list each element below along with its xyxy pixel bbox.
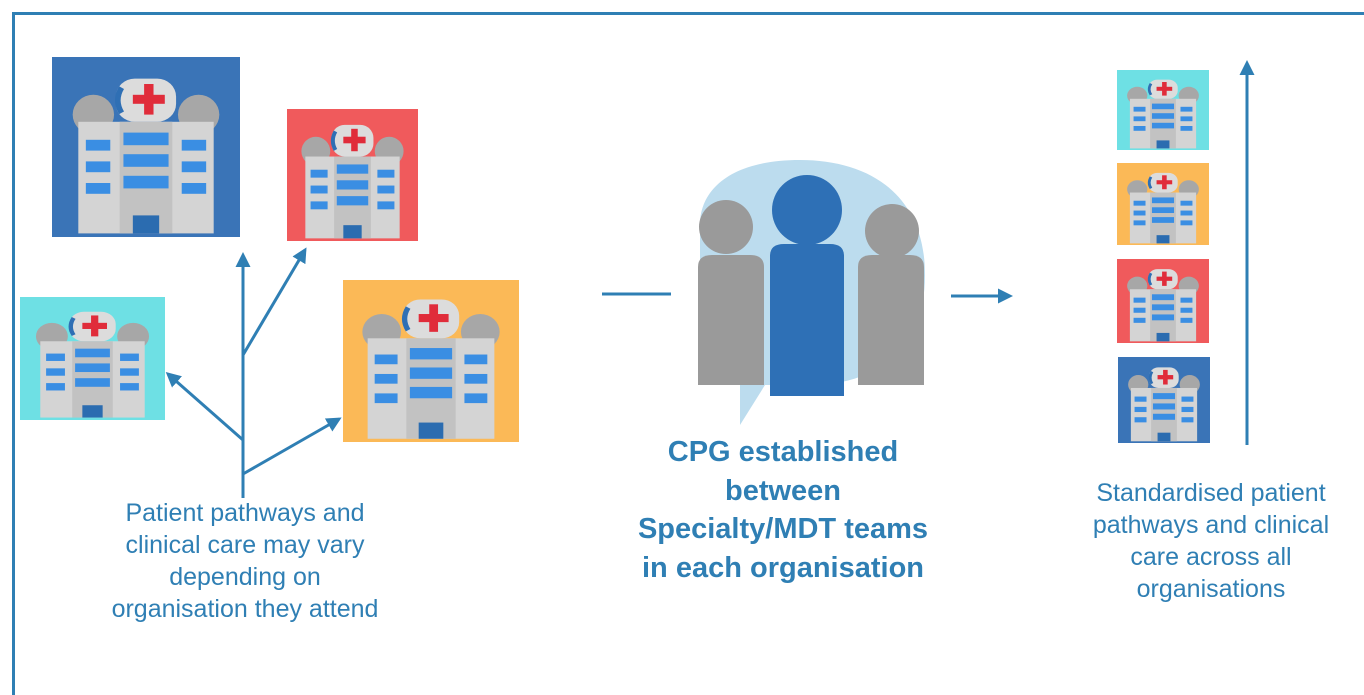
arrow-to-orange-hospital (242, 417, 342, 476)
hospital-blue-small-icon (1118, 357, 1210, 443)
hospital-cyan-icon (20, 297, 165, 420)
center-caption: CPG established between Specialty/MDT te… (637, 436, 929, 584)
team-speech-bubble-icon (698, 160, 925, 425)
hospital-red-icon (287, 109, 418, 241)
left-caption: Patient pathways and clinical care may v… (111, 499, 379, 623)
arrow-to-cyan-hospital (165, 372, 244, 442)
hospital-cyan-small-icon (1117, 70, 1209, 150)
hospital-orange-small-icon (1117, 163, 1209, 245)
diagram-frame (12, 12, 1364, 695)
arrow-to-red-hospital (241, 247, 307, 356)
hospital-red-small-icon (1117, 259, 1209, 343)
hospital-blue-icon (52, 57, 240, 237)
connector-layer (165, 60, 1255, 498)
right-caption: Standardised patient pathways and clinic… (1092, 479, 1330, 603)
hospital-orange-icon (343, 280, 519, 442)
